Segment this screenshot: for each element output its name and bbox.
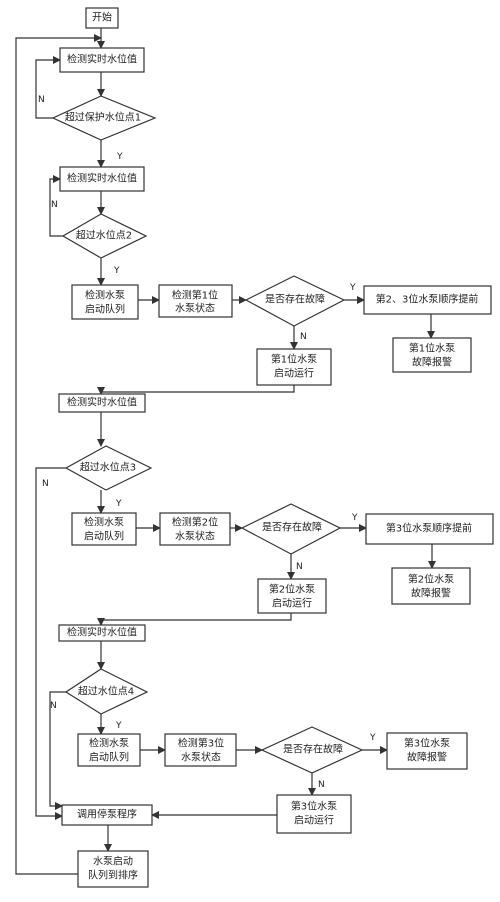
check-pump1-line1: 检测第1位 [172, 289, 218, 302]
fault-label-3: 是否存在故障 [283, 743, 343, 756]
pump-queue-line2-3: 启动队列 [89, 751, 129, 764]
pump-queue-box-1 [71, 284, 139, 320]
exceed-level4-decision [64, 668, 149, 715]
pump-queue-box-3 [77, 733, 141, 767]
level3-no-label: N [42, 479, 49, 489]
pump-queue-line1-1: 检测水泵 [85, 289, 125, 302]
run-pump3-line2: 启动运行 [294, 814, 334, 827]
level2-no-label: N [51, 200, 58, 210]
exceed-guard-decision [51, 95, 157, 141]
fault2-no-label: N [296, 562, 303, 572]
promote-pumps23-label: 第2、3位水泵顺序提前 [376, 293, 479, 306]
alarm-pump2-box [391, 567, 471, 605]
exceed-level3-decision [64, 445, 153, 491]
check-pump3-box [164, 733, 237, 767]
fault1-no-label: N [300, 332, 307, 342]
detect-level-label-4: 检测实时水位值 [67, 626, 137, 639]
run-pump3-box [276, 794, 352, 834]
check-pump1-line2: 水泵状态 [175, 302, 215, 315]
pump-queue-line1-2: 检测水泵 [84, 516, 124, 529]
promote-pump3-box [365, 513, 494, 545]
detect-level-box-2 [59, 166, 145, 192]
fault1-yes-label: Y [349, 283, 356, 293]
fault-decision-3 [260, 726, 364, 774]
exceed-level4-label: 超过水位点4 [78, 685, 134, 698]
stop-program-label: 调用停泵程序 [77, 808, 137, 821]
alarm-pump1-line2: 故障报警 [412, 356, 452, 369]
pump-queue-line2-1: 启动队列 [85, 303, 125, 316]
guard-yes-label: Y [116, 152, 123, 162]
level2-yes-label: Y [113, 266, 120, 276]
fault3-yes-label: Y [369, 733, 376, 743]
alarm-pump3-line2: 故障报警 [407, 751, 447, 764]
reorder-queue-line1: 水泵启动 [93, 855, 133, 868]
exceed-level3-label: 超过水位点3 [80, 461, 136, 474]
check-pump2-line1: 检测第2位 [172, 516, 218, 529]
detect-level-box-1 [59, 47, 145, 73]
promote-pumps23-box [363, 285, 492, 315]
alarm-pump1-box [392, 337, 472, 373]
fault-label-1: 是否存在故障 [265, 293, 325, 306]
exceed-guard-label: 超过保护水位点1 [65, 111, 141, 124]
pump-queue-line2-2: 启动队列 [84, 530, 124, 543]
run-pump2-line1: 第2位水泵 [269, 583, 315, 596]
fault-label-2: 是否存在故障 [262, 521, 322, 534]
reorder-queue-line2: 队列到排序 [88, 869, 138, 882]
stop-program-box [61, 804, 153, 826]
fault-decision-2 [240, 503, 342, 555]
check-pump3-line1: 检测第3位 [178, 737, 224, 750]
start-label: 开始 [92, 11, 112, 24]
reorder-queue-box [77, 850, 149, 888]
promote-pump3-label: 第3位水泵顺序提前 [386, 522, 472, 535]
alarm-pump2-line2: 故障报警 [411, 587, 451, 600]
connectors [15, 28, 436, 875]
exceed-level2-decision [61, 213, 148, 259]
run-pump3-line1: 第3位水泵 [291, 800, 337, 813]
run-pump2-box [257, 578, 327, 614]
detect-level-label-3: 检测实时水位值 [67, 396, 137, 409]
exceed-level2-label: 超过水位点2 [76, 229, 132, 242]
detect-level-box-3 [58, 393, 146, 413]
run-pump1-line2: 启动运行 [274, 367, 314, 380]
pump-queue-box-2 [71, 512, 137, 546]
check-pump3-line2: 水泵状态 [181, 751, 221, 764]
detect-level-box-4 [58, 624, 146, 642]
run-pump1-line1: 第1位水泵 [271, 353, 317, 366]
level3-yes-label: Y [115, 499, 122, 509]
alarm-pump2-line1: 第2位水泵 [408, 573, 454, 586]
level4-no-label: N [50, 701, 57, 711]
pump-queue-line1-3: 检测水泵 [89, 737, 129, 750]
alarm-pump3-line1: 第3位水泵 [404, 737, 450, 750]
run-pump2-line2: 启动运行 [272, 597, 312, 610]
check-pump1-box [158, 284, 233, 318]
check-pump2-line2: 水泵状态 [175, 530, 215, 543]
alarm-pump1-line1: 第1位水泵 [409, 342, 455, 355]
fault2-yes-label: Y [351, 513, 358, 523]
level4-yes-label: Y [115, 721, 122, 731]
guard-no-label: N [38, 95, 45, 105]
alarm-pump3-box [386, 732, 468, 770]
fault-decision-1 [244, 275, 346, 327]
run-pump1-box [256, 348, 332, 386]
start-node [85, 7, 119, 29]
check-pump2-box [159, 512, 231, 546]
fault3-no-label: N [318, 780, 325, 790]
detect-level-label-1: 检测实时水位值 [67, 53, 137, 66]
detect-level-label-2: 检测实时水位值 [67, 172, 137, 185]
